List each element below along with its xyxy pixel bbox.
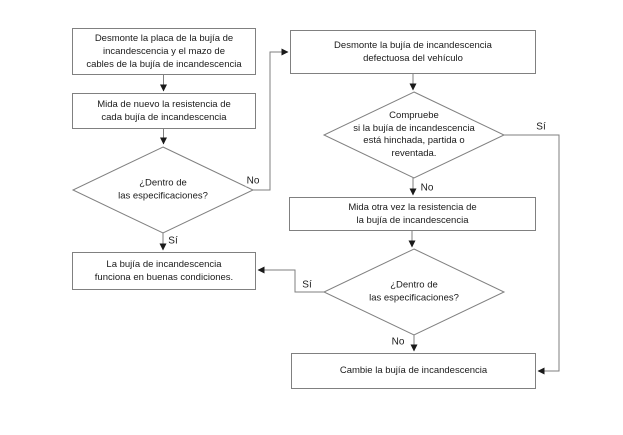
step-measure-each: Mida de nuevo la resistencia de cada buj… — [72, 93, 256, 129]
step-good-condition: La bujía de incandescencia funciona en b… — [72, 252, 256, 290]
edge-label-yes-check-damage: Sí — [535, 121, 547, 133]
decision-check-damage-shape — [322, 91, 506, 179]
edge-label-no-decision2: No — [390, 336, 406, 348]
step-measure-again: Mida otra vez la resistencia de la bujía… — [289, 197, 536, 231]
decision-within-specs-1-shape — [71, 146, 255, 234]
edge-label-no-decision1: No — [245, 175, 261, 187]
step-replace-plug: Cambie la bujía de incandescencia — [291, 353, 536, 389]
edge-label-yes-decision2: Sí — [301, 279, 313, 291]
connector-check-damage-yes-to-replace-plug — [504, 134, 560, 375]
decision-within-specs-2-shape — [322, 248, 506, 336]
step-remove-plate: Desmonte la placa de la bujía de incande… — [72, 28, 256, 75]
connector-decision1-no-to-remove-defective — [253, 48, 289, 191]
edge-label-no-check-damage: No — [419, 182, 435, 194]
edge-label-yes-decision1: Sí — [167, 235, 179, 247]
connector-decision2-yes-to-good-condition — [257, 266, 324, 293]
step-remove-defective: Desmonte la bujía de incandescencia defe… — [290, 30, 536, 74]
